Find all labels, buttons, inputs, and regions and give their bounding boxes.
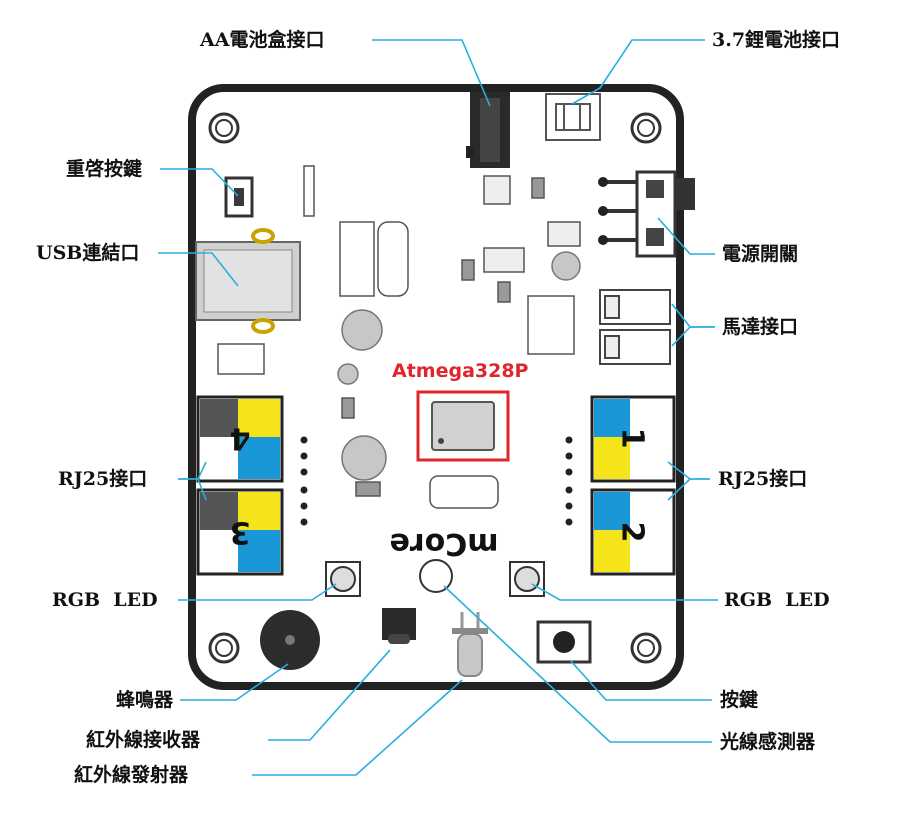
leader-rgb-right xyxy=(531,583,718,601)
label-ir-receiver: 紅外線接收器 xyxy=(86,729,201,751)
motor-connectors xyxy=(599,289,671,365)
header-dots xyxy=(300,436,573,526)
leader-ir-emitter xyxy=(252,679,463,776)
rj25-port-1: 1 xyxy=(590,395,676,483)
label-rgb-led-left: RGB LED xyxy=(52,589,158,611)
leader-ir-receiver xyxy=(268,649,391,741)
leader-motor-bottom xyxy=(671,326,715,347)
label-power-switch: 電源開關 xyxy=(722,243,799,265)
usb-port-part xyxy=(195,228,301,334)
label-light-sensor: 光線感測器 xyxy=(720,731,816,753)
label-rj25-left: RJ25接口 xyxy=(58,468,148,490)
capacitors xyxy=(337,251,581,481)
power-switch-part xyxy=(598,170,695,258)
label-chip: Atmega328P xyxy=(392,360,529,382)
ir-receiver-part xyxy=(382,608,416,644)
leader-rj25-left-bottom xyxy=(178,478,207,501)
port-number-4: 4 xyxy=(230,421,251,456)
reset-button-part xyxy=(224,176,254,218)
leader-usb xyxy=(158,252,239,287)
label-motor-port: 馬達接口 xyxy=(722,316,799,338)
label-rj25-right: RJ25接口 xyxy=(718,468,808,490)
rj25-port-3: 3 xyxy=(196,488,284,576)
leader-lines xyxy=(158,39,718,776)
port-number-3: 3 xyxy=(230,515,251,550)
rgb-led-right-part xyxy=(509,561,545,597)
label-button: 按鍵 xyxy=(720,689,759,711)
atmega-chip xyxy=(416,390,510,462)
label-buzzer: 蜂鳴器 xyxy=(116,689,174,711)
misc-components xyxy=(217,165,581,509)
leader-power xyxy=(657,217,715,255)
li-battery-connector xyxy=(545,93,601,141)
label-usb-port: USB連結口 xyxy=(36,242,140,264)
buzzer-part xyxy=(260,610,320,670)
leader-li-battery xyxy=(571,39,705,105)
aa-battery-jack xyxy=(466,92,510,168)
ir-emitter-part xyxy=(452,612,488,677)
rj25-port-2: 2 xyxy=(590,488,676,576)
label-li-battery-port: 3.7鋰電池接口 xyxy=(712,29,841,51)
leader-button xyxy=(569,659,712,701)
leader-aa-battery xyxy=(372,39,491,107)
leader-reset xyxy=(160,168,239,197)
label-aa-battery-port: AA電池盒接口 xyxy=(200,29,325,51)
label-ir-emitter: 紅外線發射器 xyxy=(74,764,189,786)
leader-buzzer xyxy=(180,663,289,701)
rj25-port-4: 4 xyxy=(196,395,284,483)
label-reset-button: 重啓按鍵 xyxy=(66,158,143,180)
port-number-2: 2 xyxy=(615,522,650,543)
leader-rgb-left xyxy=(178,583,337,601)
brand-logo: mCore xyxy=(389,526,498,561)
leader-rj25-right-bottom xyxy=(667,478,710,501)
mounting-holes xyxy=(208,112,662,664)
leader-light-sensor xyxy=(443,585,712,743)
light-sensor-part xyxy=(419,559,453,593)
board-outline xyxy=(188,84,684,690)
label-rgb-led-right: RGB LED xyxy=(724,589,830,611)
rgb-led-left-part xyxy=(325,561,361,597)
push-button-part xyxy=(536,620,592,664)
port-number-1: 1 xyxy=(615,428,650,449)
